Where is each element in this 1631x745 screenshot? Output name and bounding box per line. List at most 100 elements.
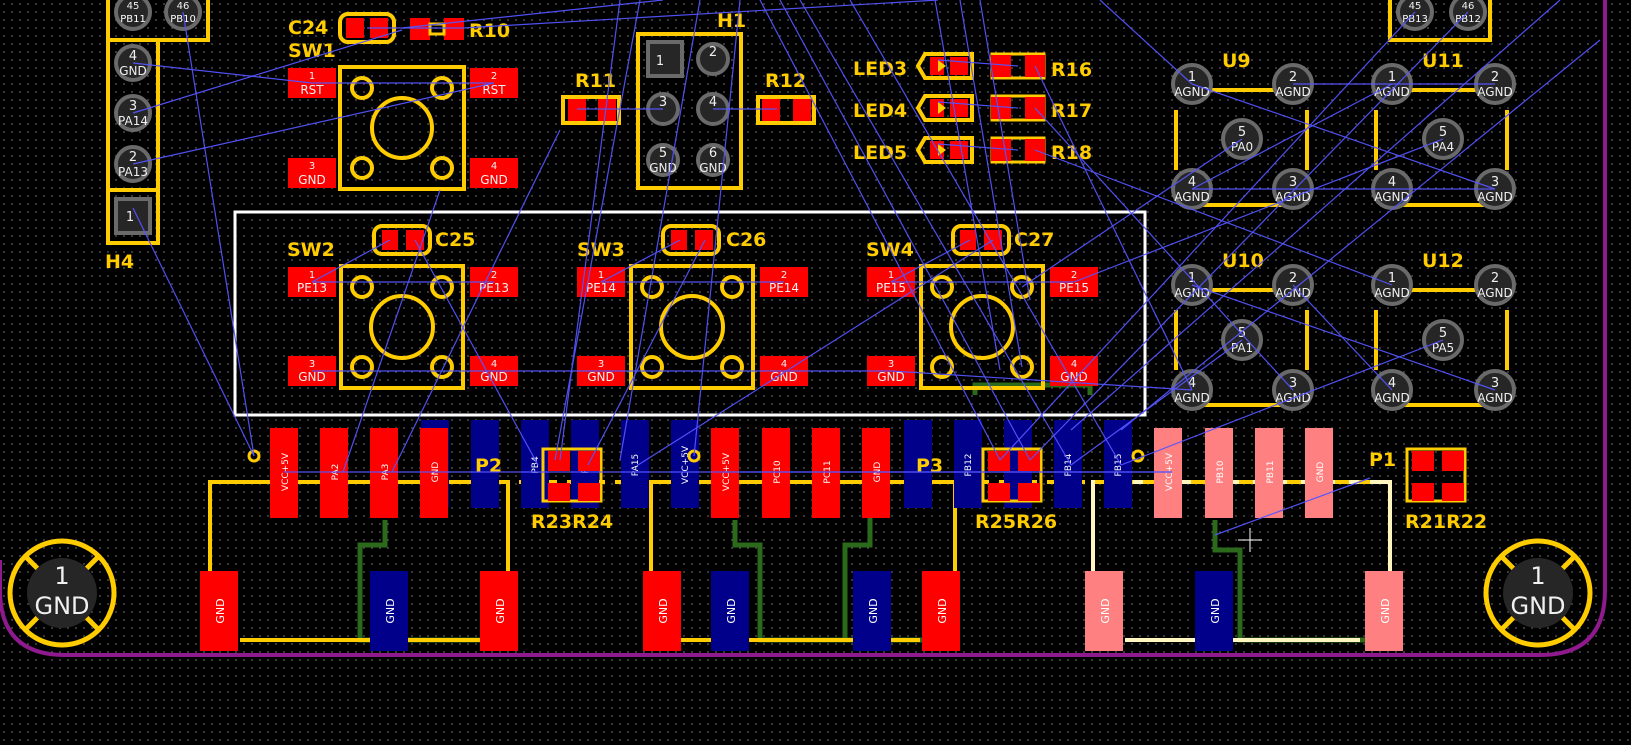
connector-p1[interactable]: VCC+5V PB10 PB11 GND P1 GND GND GND (1085, 428, 1403, 651)
pad-num: 4 (491, 161, 497, 172)
header-right-top[interactable]: 45 PB13 46 PB12 (1388, 0, 1492, 42)
pad-net: GND (587, 370, 615, 384)
pin-num: 46 (1462, 1, 1475, 12)
pad-net: PB12 (964, 453, 974, 476)
pad-net: GND (298, 173, 326, 187)
h4-pin-net: PA14 (118, 114, 148, 128)
pin-net: PA5 (1432, 341, 1454, 355)
pad-net: VCC+5V (681, 445, 691, 484)
mounting-hole-left[interactable]: 1 GND (7, 538, 117, 648)
pin-num: 45 (1409, 1, 1422, 12)
pad-num: 1 (309, 71, 315, 82)
pin-num: 1 (1388, 70, 1396, 85)
h4-pin-net: PA13 (118, 165, 148, 179)
pin-net: AGND (1374, 85, 1410, 99)
resistor-pair-r21-r22[interactable]: R21R22 (1405, 447, 1487, 533)
resistor-r11[interactable]: R11 (561, 70, 621, 125)
pin-num: 5 (659, 146, 667, 161)
pin-net: PB10 (1216, 460, 1226, 483)
pad-net: PE15 (876, 281, 906, 295)
h4-pin-net: GND (119, 64, 147, 78)
pin-num: 4 (1188, 175, 1196, 190)
board-edge (0, 0, 1607, 657)
cursor-crosshair-icon (1238, 528, 1262, 552)
u9[interactable]: U9 1 AGND 2 AGND 5 PA0 4 AGND 3 AGND (1171, 50, 1314, 210)
pin-net: AGND (1374, 391, 1410, 405)
connector-p3[interactable]: VCC+5V PC10 PC11 GND P3 GND GND GND GND (643, 428, 960, 651)
switch-sw4[interactable]: SW4 C27 1 PE15 2 PE15 3 GND 4 GND (866, 224, 1098, 390)
pad-net: PB15 (1114, 453, 1124, 476)
pin-num: 4 (1388, 175, 1396, 190)
sw-ref: SW3 (577, 239, 625, 261)
pad-net: GND (657, 598, 670, 623)
pad-num: 3 (309, 359, 315, 370)
connector-p2[interactable]: VCC+5V PA2 PA3 GND P2 GND GND GND (200, 428, 518, 651)
c24-ref: C24 (288, 17, 328, 39)
r11-ref: R11 (575, 70, 616, 92)
led-led5[interactable]: LED5 R18 (853, 136, 1092, 164)
pin-num: 1 (1188, 70, 1196, 85)
pad-num: 1 (598, 270, 604, 281)
sw-ref: SW2 (287, 239, 335, 261)
selection-box[interactable] (233, 210, 1147, 417)
led-res-ref: R18 (1051, 142, 1092, 164)
cap-ref: C25 (435, 229, 475, 251)
pin-net: AGND (1477, 391, 1513, 405)
pin-net: PA4 (1432, 140, 1454, 154)
pin-num: 3 (1491, 376, 1499, 391)
pad-net: PE13 (479, 281, 509, 295)
pad-net: PE14 (586, 281, 616, 295)
u-ref: U12 (1422, 250, 1464, 272)
pad-num: 4 (1071, 359, 1077, 370)
switch-sw1[interactable]: C24 R10 SW1 1 RST 2 RST 3 GND 4 GND (288, 12, 518, 191)
pad-num: 3 (888, 359, 894, 370)
resistor-r12[interactable]: R12 (756, 70, 816, 125)
pad-net: RST (300, 83, 324, 97)
resistor-pair-r25-r26[interactable]: R25R26 (975, 447, 1057, 533)
pad-net: GND (770, 370, 798, 384)
pin-net: AGND (1174, 391, 1210, 405)
hole-num: 1 (1530, 562, 1545, 590)
pad-net: PE14 (769, 281, 799, 295)
pad-net: GND (867, 598, 880, 623)
pin-net: AGND (1174, 190, 1210, 204)
pin-num: 5 (1439, 326, 1447, 341)
u12[interactable]: U12 1 AGND 2 AGND 5 PA5 4 AGND 3 AGND (1371, 250, 1516, 411)
pin-num: 2 (1491, 271, 1499, 286)
u10[interactable]: U10 1 AGND 2 AGND 5 PA1 4 AGND 3 AGND (1171, 250, 1314, 411)
resistor-pair-r23-r24[interactable]: R23R24 (531, 447, 613, 533)
pad-net: GND (298, 370, 326, 384)
pad-net: GND (1379, 598, 1392, 623)
p3-ref: P3 (916, 455, 943, 477)
pin-net: PA0 (1231, 140, 1253, 154)
pin-net: PB11 (1266, 460, 1276, 483)
p1-ref: P1 (1369, 449, 1396, 471)
cap-ref: C27 (1014, 229, 1054, 251)
pad-net: GND (480, 173, 508, 187)
pad-net: PB14 (1064, 453, 1074, 476)
u11[interactable]: U11 1 AGND 2 AGND 5 PA4 4 AGND 3 AGND (1371, 50, 1516, 210)
resistor-pair-ref: R25R26 (975, 511, 1057, 533)
pin-num: 3 (1289, 175, 1297, 190)
h4-pin-num: 45 (127, 1, 140, 12)
switch-sw2[interactable]: SW2 C25 1 PE13 2 PE13 3 GND 4 GND (287, 224, 518, 390)
led-ref: LED5 (853, 142, 907, 164)
pin-num: 2 (1289, 70, 1297, 85)
mounting-hole-right[interactable]: 1 GND (1483, 538, 1593, 648)
pin-num: 1 (1188, 271, 1196, 286)
pin-num: 4 (1188, 376, 1196, 391)
u-ref: U11 (1422, 50, 1464, 72)
switch-sw3[interactable]: SW3 C26 1 PE14 2 PE14 3 GND 4 GND (577, 224, 808, 390)
pin-num: 2 (709, 45, 717, 60)
pad-net: GND (480, 370, 508, 384)
pad-net: GND (877, 370, 905, 384)
header-h4[interactable]: 45 PB11 46 PB10 4 GND 3 PA14 2 PA13 1 H4 (105, 0, 210, 273)
pin-num: 5 (1238, 125, 1246, 140)
pin-num: 1 (1388, 271, 1396, 286)
resistor-pair-ref: R23R24 (531, 511, 613, 533)
sw1-ref: SW1 (288, 40, 336, 62)
pad-net: PE15 (1059, 281, 1089, 295)
hole-num: 1 (54, 562, 69, 590)
